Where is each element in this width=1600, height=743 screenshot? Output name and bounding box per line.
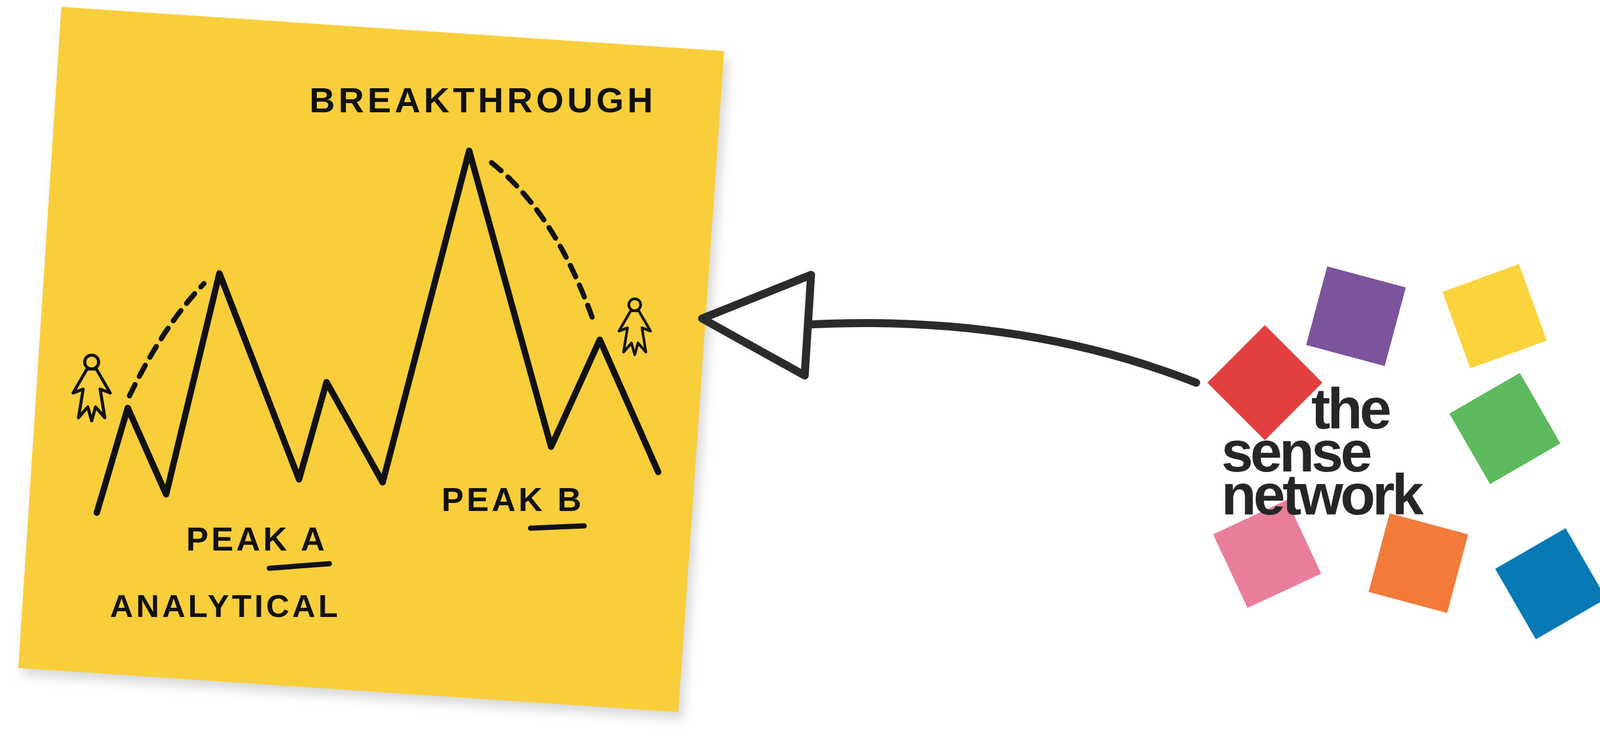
- logo-square: [1306, 266, 1406, 367]
- logo-square: [1442, 264, 1547, 369]
- underline-mark: [269, 563, 330, 569]
- dashed-leap: [129, 283, 204, 396]
- underline-mark: [530, 525, 585, 529]
- peak-label: PEAK A: [186, 522, 328, 556]
- connector-line: [802, 323, 1197, 383]
- figure-head: [629, 299, 642, 312]
- logo-square: [1449, 372, 1561, 485]
- dashed-leap: [491, 162, 595, 325]
- logo-square: [1368, 513, 1469, 613]
- peak-label: BREAKTHROUGH: [309, 82, 657, 119]
- arrow-head: [702, 274, 812, 376]
- sticky-note: BREAKTHROUGH PEAK B PEAK A ANALYTICAL: [18, 6, 725, 713]
- mountain-line: [96, 150, 659, 513]
- figure-head: [84, 355, 99, 369]
- peak-label: PEAK B: [441, 482, 585, 517]
- figure-body: [73, 368, 111, 421]
- logo-block: the sense network: [1208, 263, 1600, 641]
- sticky-note-paper: [18, 6, 725, 713]
- peak-label: ANALYTICAL: [109, 590, 341, 623]
- climber-figure: [73, 355, 111, 422]
- connector-arrow: [702, 274, 1197, 383]
- logo-square: [1495, 528, 1600, 640]
- figure-body: [618, 310, 651, 355]
- logo-wordmark: the sense network: [1221, 387, 1474, 517]
- climber-figure: [618, 299, 651, 356]
